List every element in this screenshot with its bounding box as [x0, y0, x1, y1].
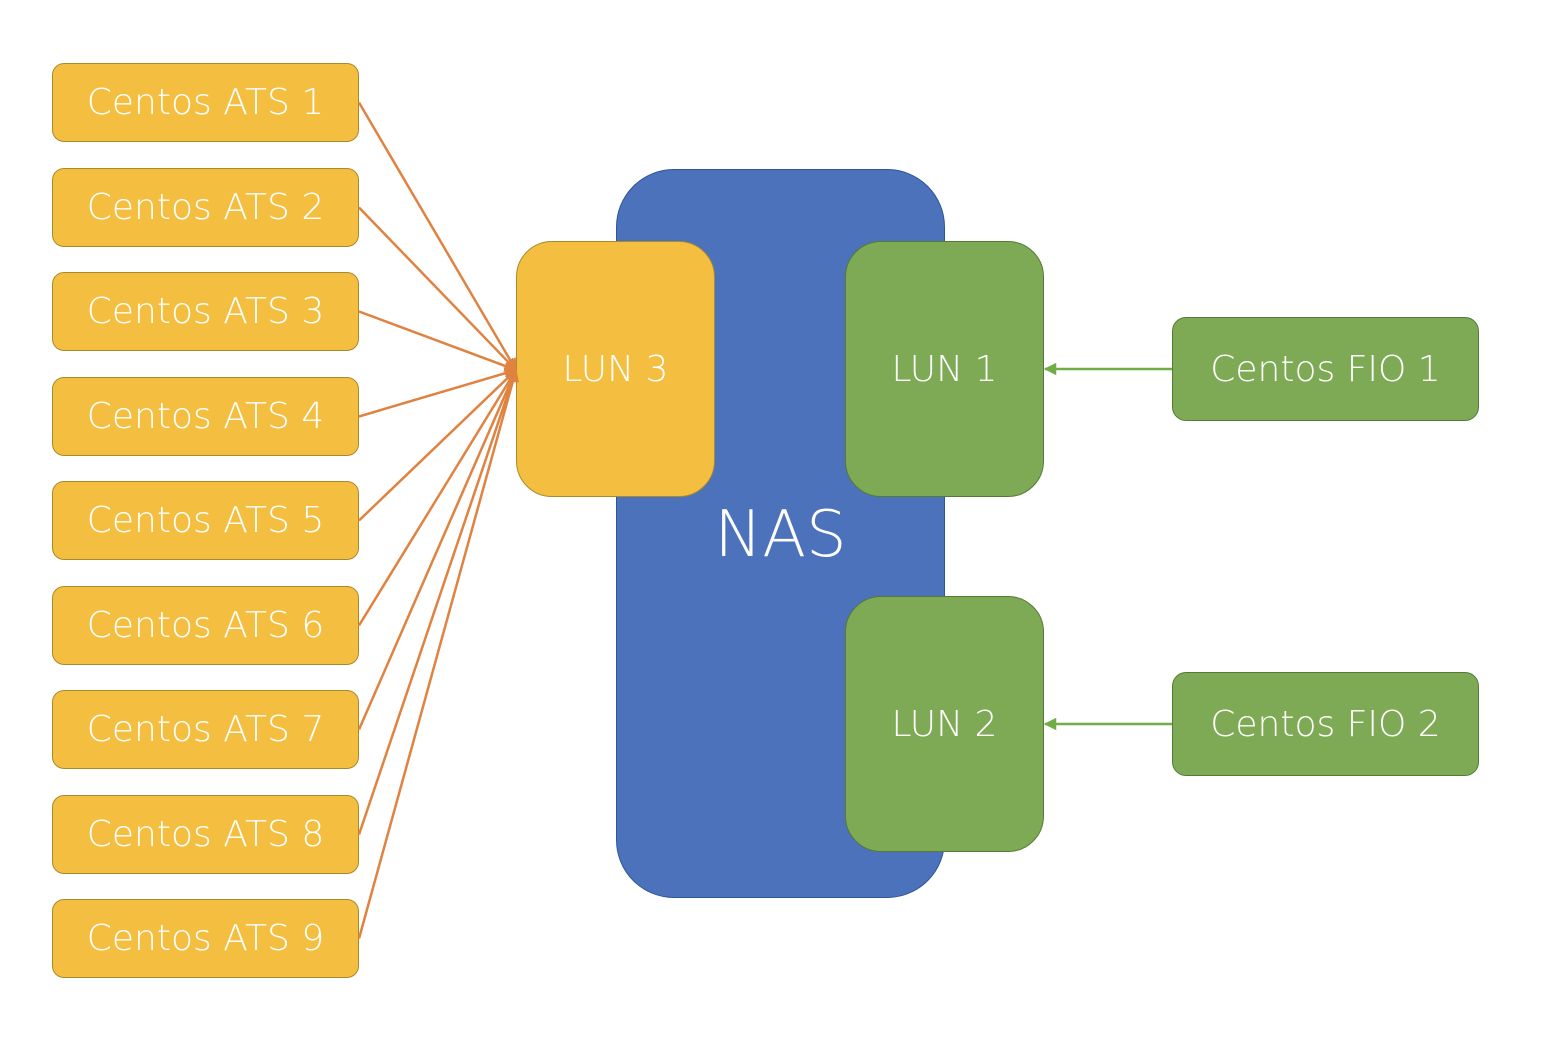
- lun-1-box: LUN 1: [845, 241, 1044, 497]
- ats-host-label: Centos ATS 6: [86, 605, 325, 646]
- ats-host-label: Centos ATS 1: [86, 82, 325, 123]
- ats-host-4: Centos ATS 4: [52, 377, 359, 456]
- fio-host-1: Centos FIO 1: [1172, 317, 1479, 421]
- fio-host-label: Centos FIO 2: [1210, 703, 1441, 745]
- ats-edge-7: [357, 368, 518, 731]
- fio-host-2: Centos FIO 2: [1172, 672, 1479, 776]
- ats-edge-8: [357, 368, 519, 835]
- ats-host-1: Centos ATS 1: [52, 63, 359, 142]
- ats-edge-6: [357, 368, 518, 627]
- ats-edge-4: [358, 367, 518, 418]
- lun-2-label: LUN 2: [891, 703, 998, 745]
- ats-host-label: Centos ATS 7: [86, 709, 325, 750]
- ats-host-2: Centos ATS 2: [52, 168, 359, 247]
- lun-1-label: LUN 1: [891, 348, 998, 390]
- ats-host-label: Centos ATS 9: [86, 918, 325, 959]
- ats-host-label: Centos ATS 5: [86, 500, 325, 541]
- ats-edge-2: [358, 206, 517, 371]
- fio-host-label: Centos FIO 1: [1210, 348, 1441, 390]
- ats-host-6: Centos ATS 6: [52, 586, 359, 665]
- ats-edge-1: [357, 101, 518, 372]
- nas-label: NAS: [714, 498, 847, 572]
- ats-edge-5: [358, 369, 517, 522]
- ats-edge-9: [357, 368, 520, 939]
- ats-host-8: Centos ATS 8: [52, 795, 359, 874]
- ats-edge-3: [358, 310, 518, 372]
- lun-2-box: LUN 2: [845, 596, 1044, 852]
- ats-to-lun3-edges: [357, 101, 520, 939]
- ats-host-3: Centos ATS 3: [52, 272, 359, 351]
- ats-host-label: Centos ATS 8: [86, 814, 325, 855]
- ats-host-5: Centos ATS 5: [52, 481, 359, 560]
- lun-3-box: LUN 3: [516, 241, 715, 497]
- lun-3-label: LUN 3: [562, 348, 669, 390]
- ats-host-9: Centos ATS 9: [52, 899, 359, 978]
- ats-host-label: Centos ATS 4: [86, 396, 325, 437]
- ats-host-label: Centos ATS 2: [86, 187, 325, 228]
- ats-host-7: Centos ATS 7: [52, 690, 359, 769]
- ats-host-label: Centos ATS 3: [86, 291, 325, 332]
